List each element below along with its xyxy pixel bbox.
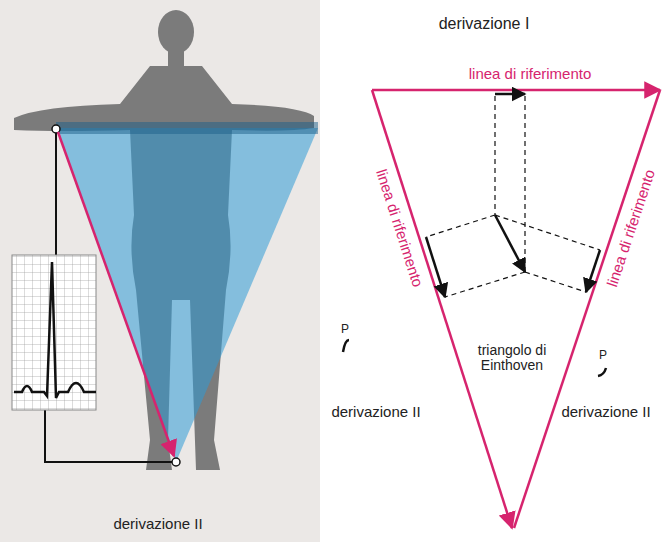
heart-vector: [495, 215, 525, 272]
projection-vector: [426, 237, 445, 297]
projection-vector: [586, 250, 600, 292]
electrode: [172, 458, 180, 466]
lead-label: derivazione I: [439, 15, 530, 33]
reference-label: linea di riferimento: [469, 66, 592, 83]
title-label: triangolo di Einthoven: [467, 343, 557, 374]
ecg-strip: [12, 255, 96, 410]
reference-line: [514, 90, 660, 528]
arm-band: [56, 122, 318, 134]
panel-ground: [0, 0, 320, 542]
reference-label: linea di riferimento: [372, 167, 425, 289]
reference-line: [372, 90, 512, 528]
projection-line: [426, 96, 600, 297]
wave-label: P: [599, 349, 607, 362]
lead-wire: [55, 130, 57, 255]
lead-label: derivazione II: [113, 516, 202, 533]
reference-label: linea di riferimento: [604, 167, 658, 289]
lead-wire: [45, 410, 172, 462]
p-wave-mark: [598, 368, 606, 376]
projection-vector: [495, 93, 525, 96]
lead-label: derivazione II: [331, 404, 420, 421]
ecg-trace: [14, 262, 96, 398]
wave-label: P: [341, 323, 349, 336]
lead-label: derivazione II: [561, 404, 650, 421]
p-wave-mark: [343, 340, 349, 352]
reference-line: [372, 89, 660, 92]
